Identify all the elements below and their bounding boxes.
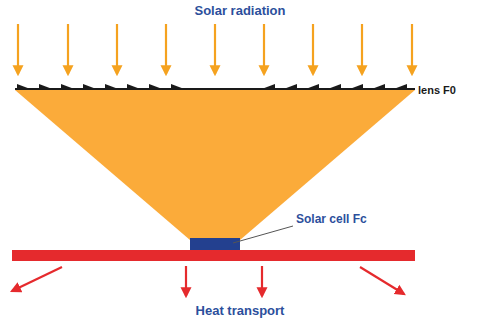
part-label: Solar cell Fc xyxy=(296,213,367,227)
fresnel-tooth xyxy=(105,84,121,90)
solar-cell xyxy=(190,238,240,250)
radiation-arrow xyxy=(17,24,19,74)
light-cone xyxy=(15,90,415,240)
radiation-arrow xyxy=(411,24,413,74)
fresnel-tooth xyxy=(391,84,407,90)
fresnel-tooth xyxy=(347,84,363,90)
heat-arrows xyxy=(12,266,404,296)
caption-label: Heat transport xyxy=(196,304,285,319)
fresnel-tooth xyxy=(127,84,143,90)
heat-sink xyxy=(12,250,415,261)
radiation-arrow xyxy=(67,24,69,74)
fresnel-tooth xyxy=(303,84,319,90)
radiation-arrow xyxy=(312,24,314,74)
fresnel-tooth xyxy=(259,84,275,90)
radiation-arrow xyxy=(116,24,118,74)
radiation-arrow xyxy=(361,24,363,74)
fresnel-tooth xyxy=(171,84,187,90)
fresnel-tooth xyxy=(149,84,165,90)
radiation-arrow xyxy=(214,24,216,74)
fresnel-tooth xyxy=(281,84,297,90)
part-label: lens F0 xyxy=(418,84,456,97)
radiation-arrow xyxy=(263,24,265,74)
fresnel-tooth xyxy=(39,84,55,90)
radiation-arrows xyxy=(18,24,412,74)
leader-line xyxy=(233,226,293,243)
fresnel-tooth xyxy=(83,84,99,90)
title: Solar radiation xyxy=(194,4,285,19)
radiation-arrow xyxy=(165,24,167,74)
fresnel-tooth xyxy=(61,84,77,90)
fresnel-tooth xyxy=(325,84,341,90)
fresnel-tooth xyxy=(17,84,33,90)
fresnel-tooth xyxy=(369,84,385,90)
fresnel-teeth xyxy=(17,84,407,90)
